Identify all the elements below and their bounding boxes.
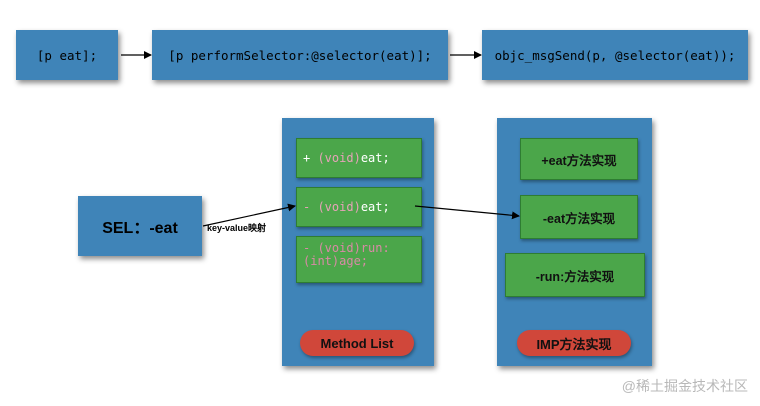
sel-box-label: SEL：-eat (102, 220, 178, 237)
watermark: @稀土掘金技术社区 (621, 378, 748, 394)
imp-item-run: -run:方法实现 (505, 253, 645, 297)
method-item-name: eat; (360, 200, 390, 214)
imp-item-instance-eat: -eat方法实现 (520, 195, 638, 239)
method-item-prefix: - (303, 200, 318, 214)
method-item-name: eat; (360, 151, 390, 165)
arrow-sel-to-method (202, 203, 296, 227)
imp-panel-footer: IMP方法实现 (517, 330, 631, 356)
method-item-run: - (void)run: (int)age; (296, 236, 422, 283)
code-box-objc-msgsend-text: objc_msgSend(p, @selector(eat)); (494, 47, 736, 63)
imp-panel-footer-label: IMP方法实现 (536, 336, 612, 352)
code-box-perform-selector: [p performSelector:@selector(eat)]; (152, 30, 448, 80)
imp-item-class-eat: +eat方法实现 (520, 138, 638, 180)
method-item-prefix: + (303, 151, 318, 165)
method-item-class-eat: + (void)eat; (296, 138, 422, 178)
sel-box: SEL：-eat (78, 196, 202, 256)
method-item-run-line1: - (void)run: (303, 241, 390, 255)
imp-item-label: -eat方法实现 (542, 211, 616, 226)
code-box-objc-msgsend: objc_msgSend(p, @selector(eat)); (482, 30, 748, 80)
method-item-keyword: (void) (317, 151, 361, 165)
method-item-run-line2: (int)age; (303, 254, 369, 268)
code-box-direct-call-text: [p eat]; (36, 47, 98, 63)
method-list-footer: Method List (300, 330, 414, 356)
code-box-direct-call: [p eat]; (16, 30, 118, 80)
mapping-label: key-value映射 (207, 223, 267, 233)
method-item-keyword: (void) (317, 200, 361, 214)
method-item-instance-eat: - (void)eat; (296, 187, 422, 227)
method-list-footer-label: Method List (320, 335, 394, 351)
imp-item-label: +eat方法实现 (541, 153, 617, 168)
arrow-method-to-imp (414, 205, 520, 220)
code-box-perform-selector-text: [p performSelector:@selector(eat)]; (168, 47, 432, 63)
imp-item-label: -run:方法实现 (535, 269, 615, 284)
